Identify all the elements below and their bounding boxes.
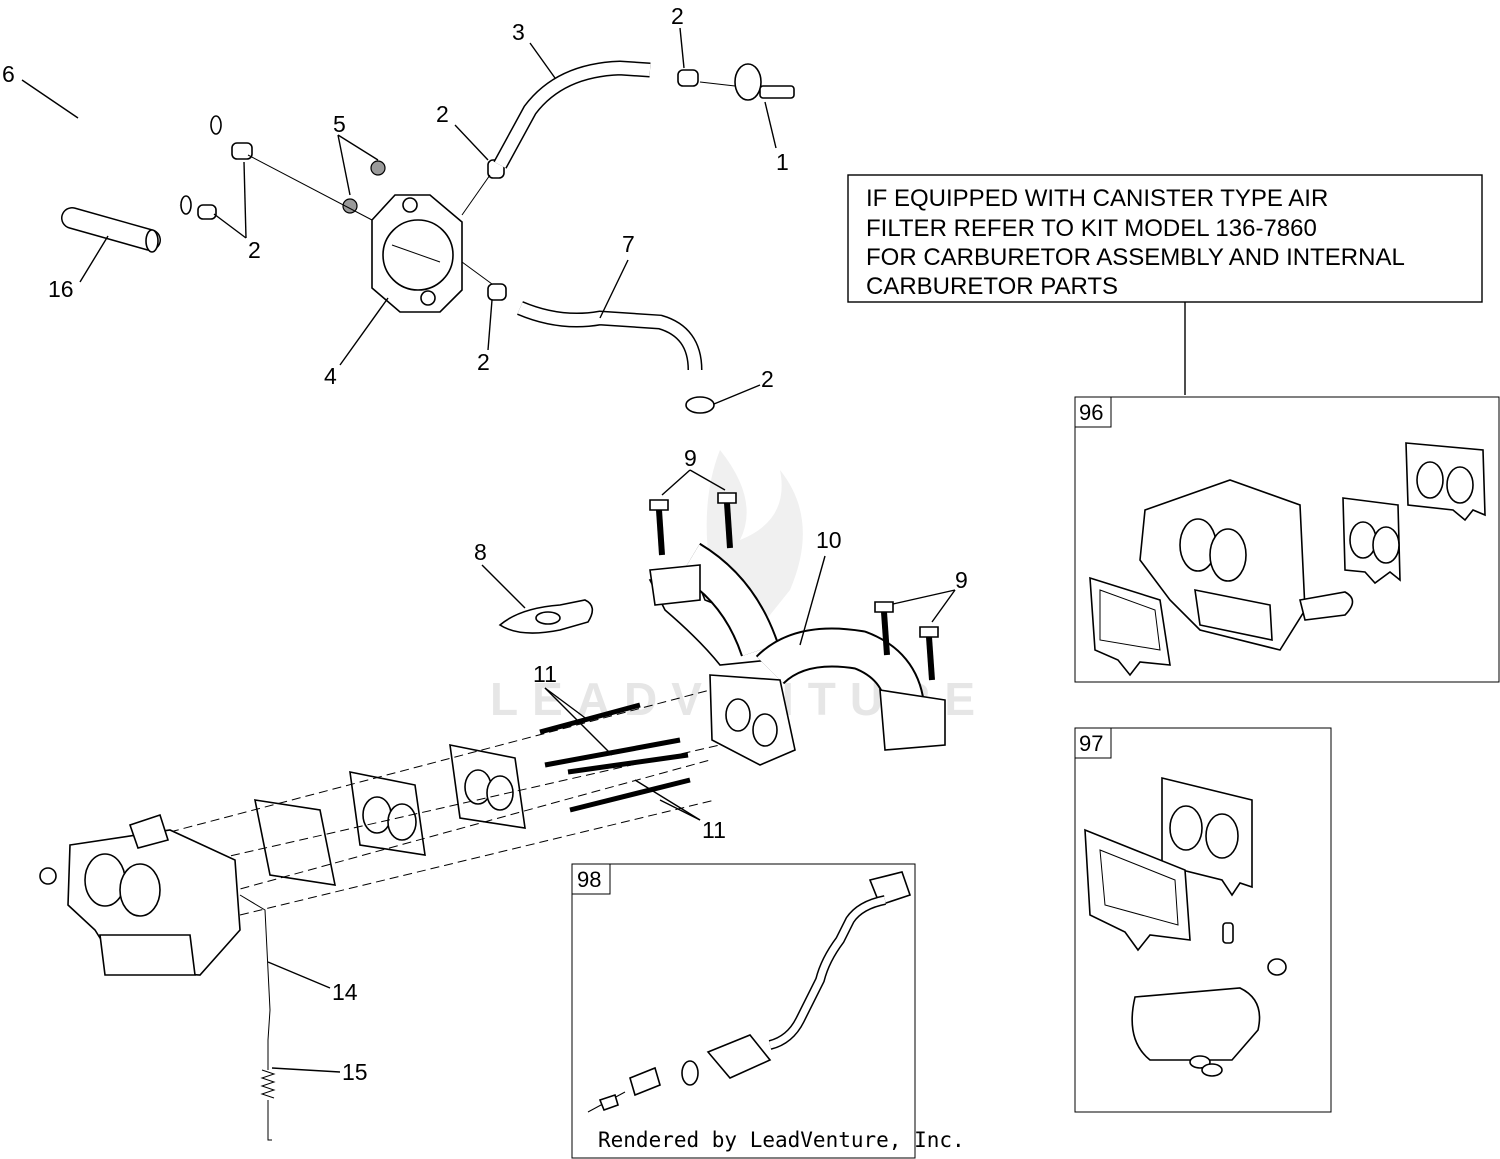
- credit-text: Rendered by LeadVenture, Inc.: [598, 1128, 965, 1152]
- carburetor: [39, 813, 241, 976]
- callout-5: 5: [333, 111, 346, 137]
- kit-98-label: 98: [577, 867, 601, 892]
- gasket-8: [498, 599, 594, 634]
- note-line-2: FILTER REFER TO KIT MODEL 136-7860: [866, 215, 1317, 242]
- callout-4: 4: [324, 363, 337, 389]
- callouts: 6 3 2 1 2 5 2 16 4 2 7 2 9 8 10 9 11 11 …: [2, 3, 968, 1085]
- kit-98-panel: 98 Rendered by LeadVenture, Inc.: [571, 863, 965, 1159]
- callout-2-left: 2: [248, 237, 261, 263]
- kit-96-panel: 96: [1074, 396, 1500, 683]
- note-box: IF EQUIPPED WITH CANISTER TYPE AIR FILTE…: [847, 174, 1483, 395]
- callout-7: 7: [622, 231, 635, 257]
- fuel-hose-6: [55, 85, 222, 215]
- studs-11: [539, 702, 691, 813]
- callout-16: 16: [48, 276, 74, 302]
- note-line-4: CARBURETOR PARTS: [866, 273, 1118, 300]
- governor-spring: [260, 1040, 276, 1141]
- pump-screws: [342, 160, 386, 214]
- intake-gaskets: [253, 743, 526, 886]
- callout-1: 1: [776, 149, 789, 175]
- callout-9-top: 9: [684, 445, 697, 471]
- note-line-1: IF EQUIPPED WITH CANISTER TYPE AIR: [866, 185, 1328, 212]
- kit-96-label: 96: [1079, 400, 1103, 425]
- note-line-3: FOR CARBURETOR ASSEMBLY AND INTERNAL: [866, 244, 1405, 271]
- callout-2-lower: 2: [477, 349, 490, 375]
- fuel-hose-7: [517, 301, 703, 371]
- fuel-filter: [699, 63, 795, 101]
- callout-15: 15: [342, 1059, 368, 1085]
- bolts-9: [649, 492, 939, 681]
- callout-11-bottom: 11: [702, 817, 726, 843]
- fuel-hose-3: [493, 60, 651, 169]
- fuel-hose-16: [61, 207, 161, 253]
- callout-2-upper-mid: 2: [436, 101, 449, 127]
- throttle-link-rod: [239, 894, 271, 1041]
- callout-9-right: 9: [955, 567, 968, 593]
- kit-97-label: 97: [1079, 731, 1103, 756]
- fuel-pump: [371, 194, 463, 313]
- callout-2-top: 2: [671, 3, 684, 29]
- fuel-guide-lines: [247, 154, 493, 285]
- callout-6: 6: [2, 61, 15, 87]
- callout-11-top: 11: [533, 661, 557, 687]
- alignment-lines: [169, 689, 721, 916]
- callout-3: 3: [512, 19, 525, 45]
- callout-14: 14: [332, 979, 358, 1005]
- kit-97-panel: 97: [1074, 727, 1332, 1113]
- leader-lines: [21, 27, 956, 1073]
- callout-2-right: 2: [761, 366, 774, 392]
- callout-8: 8: [474, 539, 487, 565]
- intake-manifold: [648, 542, 946, 766]
- callout-10: 10: [816, 527, 842, 553]
